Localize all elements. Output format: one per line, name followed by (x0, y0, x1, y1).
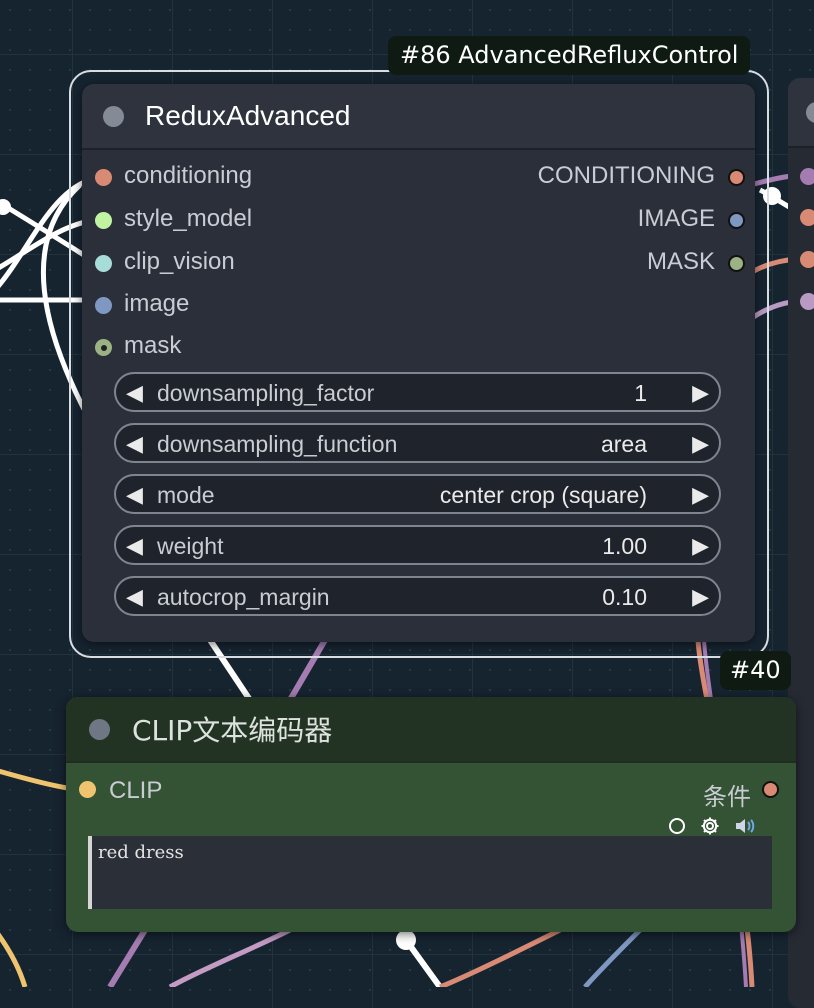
wire-pink-bottom (168, 927, 292, 987)
wire-white-2 (0, 175, 96, 288)
wire-white-mid (207, 638, 253, 702)
decrement-arrow-icon[interactable]: ◀ (126, 533, 143, 558)
widget-value: 1 (634, 380, 647, 406)
input-label: mask (124, 332, 182, 359)
output-slot-conditioning[interactable] (762, 781, 779, 798)
decrement-arrow-icon[interactable]: ◀ (126, 431, 143, 456)
input-slot-image[interactable] (95, 297, 112, 314)
decrement-arrow-icon[interactable]: ◀ (126, 380, 143, 405)
input-slot-conditioning[interactable] (95, 169, 112, 186)
widget-downsampling-factor[interactable]: ◀ downsampling_factor 1 ▶ (114, 372, 721, 412)
increment-arrow-icon[interactable]: ▶ (692, 380, 709, 405)
wire-white-5 (40, 183, 98, 432)
widget-name: mode (157, 482, 215, 508)
adjacent-input-slot[interactable] (800, 168, 814, 185)
widget-value: 1.00 (602, 533, 647, 559)
node-title: ReduxAdvanced (145, 100, 351, 131)
gear-icon[interactable] (700, 816, 720, 836)
clip-text-encode-node[interactable]: CLIP文本编码器 CLIP 条件 red dress (66, 697, 796, 932)
output-slot-image[interactable] (728, 212, 745, 229)
widget-value: 0.10 (602, 584, 647, 610)
output-label: IMAGE (637, 205, 715, 232)
adjacent-input-slot[interactable] (800, 251, 814, 268)
wire-joint (0, 199, 11, 215)
widget-mode[interactable]: ◀ mode center crop (square) ▶ (114, 474, 721, 514)
node-id-badge-86: #86 AdvancedRefluxControl (388, 36, 751, 75)
slot-row-clip-vision: clip_vision MASK (82, 243, 755, 285)
widget-name: weight (157, 533, 224, 559)
widget-toolbar (668, 815, 756, 837)
slot-row-mask: mask (82, 327, 755, 369)
widget-downsampling-function[interactable]: ◀ downsampling_function area ▶ (114, 423, 721, 463)
increment-arrow-icon[interactable]: ▶ (692, 584, 709, 609)
node-header[interactable]: ReduxAdvanced (82, 84, 755, 150)
wire-yellow-bottom (0, 932, 28, 987)
slot-row-conditioning: conditioning CONDITIONING (82, 157, 755, 199)
widget-autocrop-margin[interactable]: ◀ autocrop_margin 0.10 ▶ (114, 576, 721, 616)
input-label: clip_vision (124, 248, 235, 275)
output-slot-mask[interactable] (728, 255, 745, 272)
input-label: image (124, 290, 190, 317)
output-label: CONDITIONING (537, 162, 715, 189)
widget-weight[interactable]: ◀ weight 1.00 ▶ (114, 525, 721, 565)
circle-outline-icon[interactable] (668, 817, 686, 835)
node-header[interactable]: CLIP文本编码器 (66, 697, 796, 763)
adjacent-input-slot[interactable] (800, 293, 814, 310)
redux-advanced-node[interactable]: ReduxAdvanced conditioning CONDITIONING … (82, 84, 755, 642)
slot-row-style-model: style_model IMAGE (82, 200, 755, 242)
wire-blue-bottom (583, 928, 642, 987)
widget-value: area (600, 431, 647, 457)
wire-joint-bottom (396, 930, 416, 950)
increment-arrow-icon[interactable]: ▶ (692, 482, 709, 507)
input-slot-clip[interactable] (79, 781, 96, 798)
widget-name: downsampling_function (157, 431, 398, 457)
node-id-badge-40: #40 (720, 651, 791, 690)
collapse-dot-icon[interactable] (806, 102, 814, 123)
prompt-textarea[interactable]: red dress (88, 836, 772, 909)
wire-purple-bottom (107, 928, 148, 987)
output-label: 条件 (703, 783, 751, 811)
collapse-dot-icon[interactable] (103, 105, 124, 127)
decrement-arrow-icon[interactable]: ◀ (126, 482, 143, 507)
input-label: style_model (124, 205, 253, 232)
speaker-icon[interactable] (734, 817, 756, 835)
wire-purple-mid (287, 638, 328, 702)
slot-row-image: image (82, 285, 755, 327)
input-slot-clip-vision[interactable] (95, 255, 112, 272)
output-slot-conditioning[interactable] (728, 169, 745, 186)
collapse-dot-icon[interactable] (89, 718, 110, 740)
input-label: conditioning (124, 162, 253, 189)
widget-name: downsampling_factor (157, 380, 375, 406)
output-label: MASK (646, 248, 715, 275)
increment-arrow-icon[interactable]: ▶ (692, 431, 709, 456)
wire-orange-bottom (439, 927, 562, 987)
node-title: CLIP文本编码器 (132, 714, 333, 747)
increment-arrow-icon[interactable]: ▶ (692, 533, 709, 558)
input-slot-style-model[interactable] (95, 212, 112, 229)
input-label: CLIP (109, 777, 163, 804)
widget-value: center crop (square) (439, 482, 647, 508)
widget-name: autocrop_margin (157, 584, 330, 610)
input-slot-mask[interactable] (95, 339, 112, 356)
decrement-arrow-icon[interactable]: ◀ (126, 584, 143, 609)
adjacent-input-slot[interactable] (800, 209, 814, 226)
